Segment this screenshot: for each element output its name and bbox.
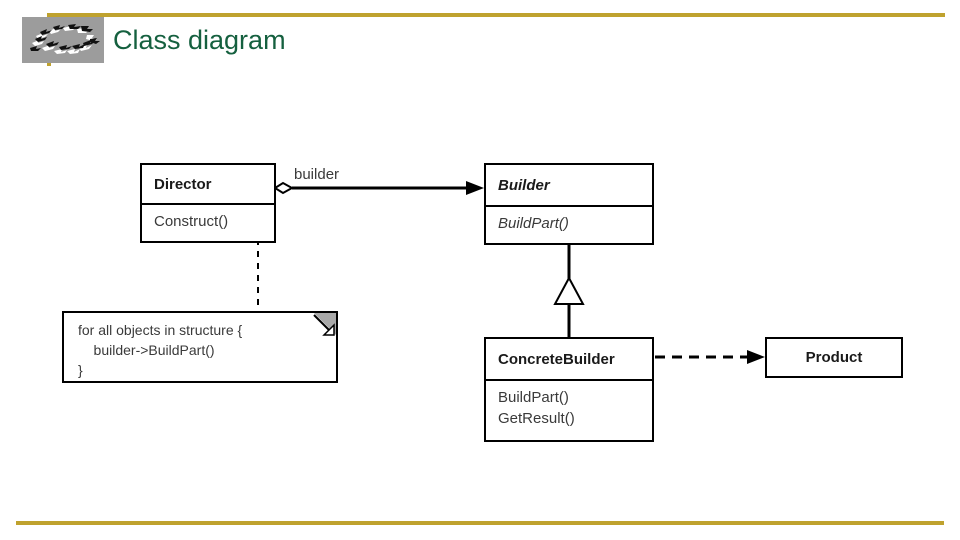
uml-note-director-construct[interactable]: for all objects in structure { builder->… <box>62 311 338 383</box>
uml-class-concrete-builder[interactable]: ConcreteBuilder BuildPart() GetResult() <box>484 337 654 442</box>
class-operations-concrete-builder: BuildPart() GetResult() <box>486 379 652 442</box>
class-name-concrete-builder: ConcreteBuilder <box>498 350 615 368</box>
class-name-product: Product <box>805 349 863 366</box>
note-text: for all objects in structure { builder->… <box>64 313 336 380</box>
escher-fish-tessellation-thumbnail-icon <box>22 17 104 63</box>
class-name-director: Director <box>154 175 212 193</box>
filled-arrow-icon <box>466 181 484 195</box>
header-top-rule <box>47 13 945 17</box>
note-line: for all objects in structure { <box>78 322 243 338</box>
operation-item: Construct() <box>154 213 229 230</box>
hollow-triangle-icon <box>553 275 585 305</box>
page-title: Class diagram <box>113 25 286 55</box>
class-operations-director: Construct() <box>142 203 274 243</box>
class-name-builder: Builder <box>498 176 550 194</box>
class-operations-builder: BuildPart() <box>486 205 652 245</box>
note-fold-edge-icon <box>313 314 335 336</box>
operation-item: BuildPart() <box>498 389 569 406</box>
relation-concretebuilder-product <box>655 350 765 364</box>
operation-item: BuildPart() <box>498 215 569 232</box>
note-line: } <box>78 362 83 378</box>
association-label-builder: builder <box>294 166 340 183</box>
uml-class-builder[interactable]: Builder BuildPart() <box>484 163 654 245</box>
relation-concretebuilder-builder <box>553 245 585 337</box>
hollow-diamond-icon <box>273 181 295 195</box>
note-line: builder->BuildPart() <box>78 342 215 358</box>
operation-item: GetResult() <box>498 410 575 427</box>
uml-class-director[interactable]: Director Construct() <box>140 163 276 243</box>
uml-class-product[interactable]: Product <box>765 337 903 378</box>
filled-arrow-icon <box>747 350 765 364</box>
relation-director-builder <box>273 181 484 195</box>
footer-rule <box>16 521 944 525</box>
